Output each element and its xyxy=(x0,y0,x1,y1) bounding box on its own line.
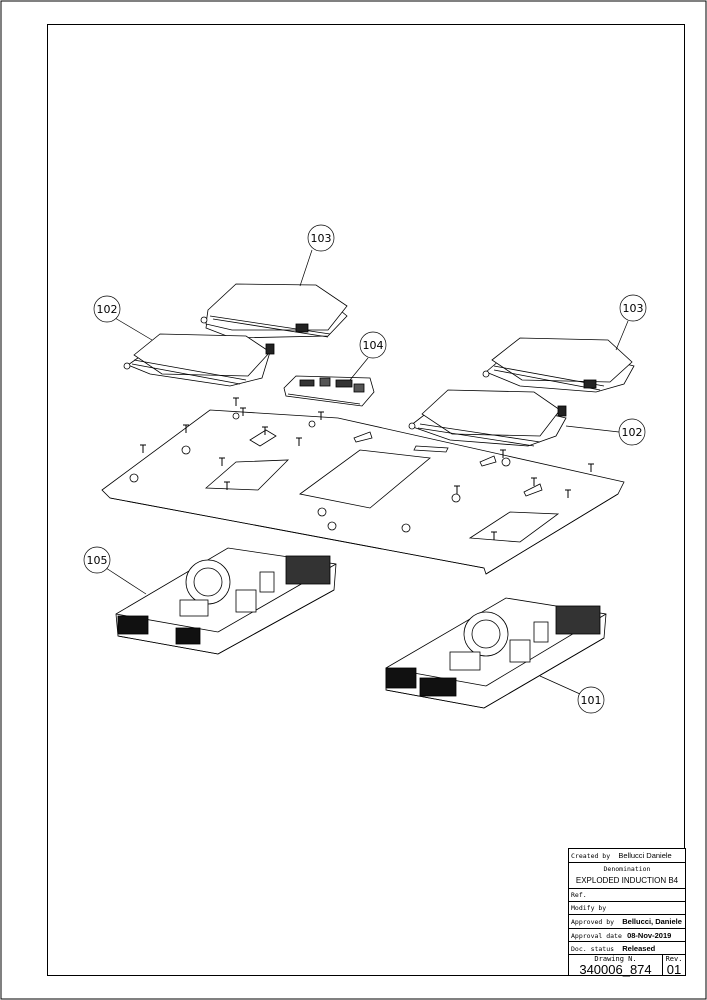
power-module-101 xyxy=(385,597,607,709)
balloon-105-label: 105 xyxy=(87,554,108,567)
ref-row: Ref. xyxy=(569,889,685,902)
balloon-102-right: 102 xyxy=(565,418,646,446)
denomination-row: Denomination EXPLODED INDUCTION B4 xyxy=(569,863,685,889)
drawing-number-label: Drawing N. xyxy=(594,955,637,963)
revision-value: 01 xyxy=(666,962,682,977)
balloon-103-top-label: 103 xyxy=(311,232,332,245)
ref-label: Ref. xyxy=(571,891,587,899)
balloon-102-left: 102 xyxy=(93,295,153,341)
induction-coil-102-right xyxy=(408,389,567,447)
approval-date-row: Approval date 08-Nov-2019 xyxy=(569,929,685,942)
approved-row: Approved by Bellucci, Daniele xyxy=(569,915,685,929)
approved-label: Approved by xyxy=(571,918,615,926)
drawing-frame xyxy=(47,24,685,976)
balloon-103-top: 103 xyxy=(299,224,335,287)
induction-coil-102-left xyxy=(123,333,275,387)
balloon-101-label: 101 xyxy=(581,694,602,707)
revision-label: Rev. xyxy=(665,955,683,963)
induction-coil-103-top xyxy=(200,283,348,339)
revision-cell: Rev. 01 xyxy=(663,955,685,977)
balloon-105: 105 xyxy=(83,546,147,595)
drawing-number-cell: Drawing N. 340006_874 xyxy=(569,955,663,977)
balloon-104-label: 104 xyxy=(363,339,384,352)
power-module-105 xyxy=(115,547,337,655)
doc-status-row: Doc. status Released xyxy=(569,942,685,955)
doc-status-label: Doc. status xyxy=(571,945,615,953)
modify-label: Modify by xyxy=(571,904,607,912)
created-row: Created by Bellucci Daniele xyxy=(569,849,685,863)
created-label: Created by xyxy=(571,852,611,860)
denomination-label: Denomination xyxy=(603,865,651,873)
fixing-screws xyxy=(140,397,594,540)
approval-date-value: 08-Nov-2019 xyxy=(627,931,672,940)
title-block: Created by Bellucci Daniele Denomination… xyxy=(568,848,686,976)
approval-date-label: Approval date xyxy=(571,932,622,940)
drawing-number-value: 340006_874 xyxy=(579,962,652,977)
balloon-104: 104 xyxy=(349,331,387,381)
balloon-101: 101 xyxy=(539,675,605,714)
balloon-103-right-label: 103 xyxy=(623,302,644,315)
created-value: Bellucci Daniele xyxy=(618,851,672,860)
control-board-104 xyxy=(283,375,375,407)
balloon-102-right-label: 102 xyxy=(622,426,643,439)
balloon-102-left-label: 102 xyxy=(97,303,118,316)
denomination-value: EXPLODED INDUCTION B4 xyxy=(575,876,679,885)
modify-row: Modify by xyxy=(569,902,685,915)
doc-status-value: Released xyxy=(622,944,656,953)
induction-coil-103-right xyxy=(482,337,635,393)
approved-value: Bellucci, Daniele xyxy=(622,917,682,926)
balloon-103-right: 103 xyxy=(615,294,647,351)
